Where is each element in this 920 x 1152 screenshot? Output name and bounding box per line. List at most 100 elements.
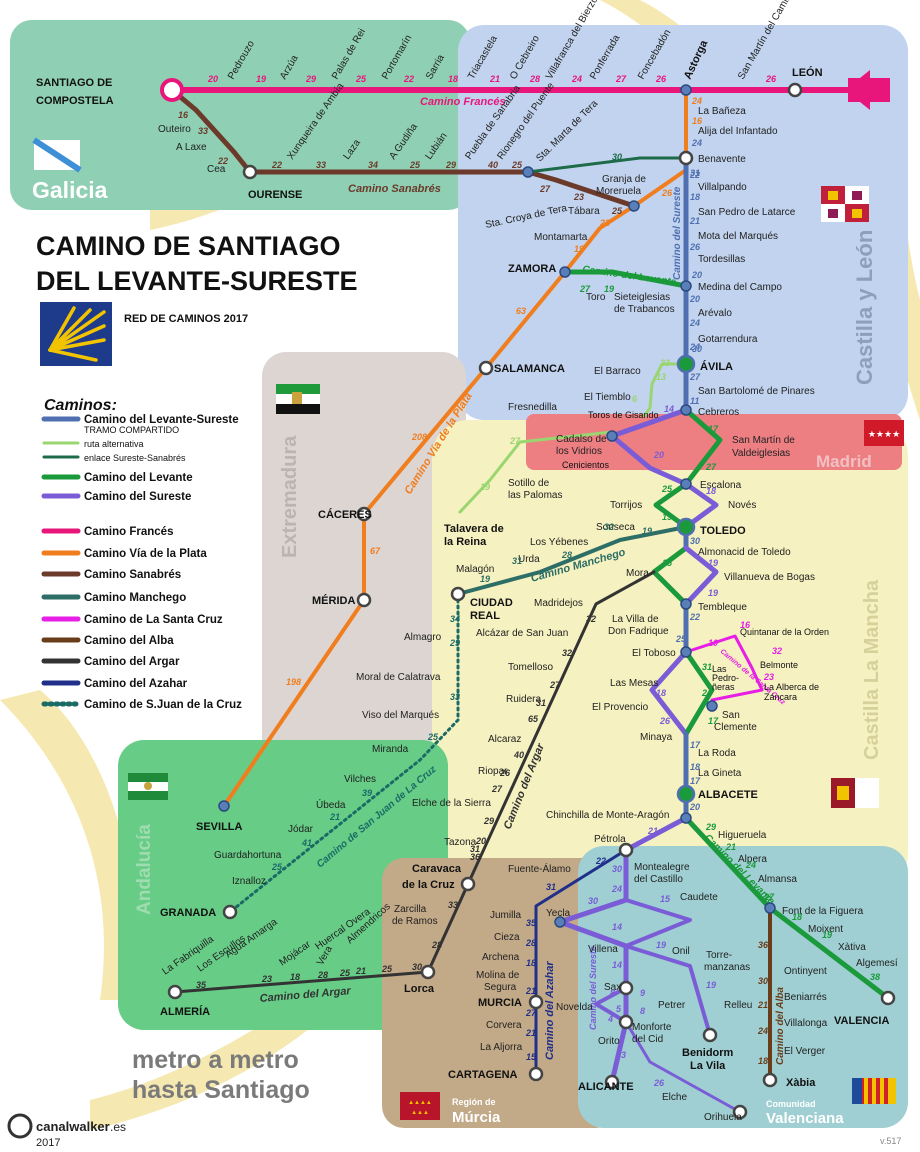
km-label: 18 (690, 762, 700, 772)
station-marker (880, 990, 896, 1006)
km-label: 22 (689, 612, 700, 622)
station-marker (450, 586, 466, 602)
route-sureste-cadalso (609, 407, 689, 487)
place-toledo: TOLEDO (700, 525, 746, 537)
slogan-line-2: hasta Santiago (132, 1076, 310, 1104)
arrow-frances-head (845, 70, 890, 110)
place-xabia: Xàbia (786, 1077, 816, 1089)
km-label: 27 (539, 184, 551, 194)
route-manchego (456, 525, 688, 596)
place-molina2: Segura (484, 982, 517, 993)
km-label: 18 (758, 1056, 768, 1066)
place-tazona: Tazona (444, 837, 477, 848)
place-vilches: Vilches (344, 774, 376, 785)
place-tembleque: Tembleque (698, 602, 747, 613)
brand-logo-icon (7, 1113, 33, 1139)
route-sureste-orihuela (624, 1020, 742, 1114)
region-label-madrid: Madrid (816, 452, 872, 471)
route-name-sanabres: Camino Sanabrés (348, 183, 441, 195)
station-marker (618, 842, 634, 858)
place-alcazar: Alcázar de San Juan (476, 628, 568, 639)
station-marker (606, 430, 618, 442)
place-salamanca: SALAMANCA (494, 363, 565, 375)
place-villanueva: Villanueva de Bogas (724, 572, 815, 583)
station-marker (242, 164, 258, 180)
place-sanbartolome: San Bartolomé de Pinares (698, 386, 815, 397)
region-galicia (10, 20, 470, 210)
km-label: 19 (708, 588, 718, 598)
km-label: 15 (662, 558, 673, 568)
place-benidorm2: La Vila (690, 1060, 726, 1072)
km-label: 27 (579, 284, 591, 294)
place-algemesi: Algemesí (856, 958, 898, 969)
place-beniarres: Beniarrés (784, 992, 827, 1003)
place-alberca1: La Alberca de (764, 682, 819, 692)
km-label: 26 (655, 74, 667, 84)
legend-label: Camino Sanabrés (84, 569, 181, 581)
km-label: 16 (740, 620, 751, 630)
region-label-extremadura: Extremadura (279, 435, 301, 558)
km-label: 40 (513, 750, 524, 760)
region-madrid (526, 414, 902, 470)
km-label: 6 (632, 394, 638, 404)
km-label: 21 (525, 1028, 536, 1038)
region-castilla-leon (458, 25, 908, 420)
km-label: 21 (329, 812, 340, 822)
km-label: 25 (611, 206, 623, 216)
km-label: 28 (431, 940, 442, 950)
legend-item-levante: Camino del Levante (41, 472, 193, 484)
credits-year: 2017 (36, 1137, 60, 1149)
place-almeria: ALMERÍA (160, 1005, 210, 1018)
place-ubeda: Úbeda (316, 798, 346, 811)
km-label: 27 (525, 1008, 537, 1018)
slogan-line-1: metro a metro (132, 1046, 299, 1074)
km-label: 16 (178, 110, 189, 120)
place-medina: Medina del Campo (698, 282, 782, 293)
station-marker (618, 1014, 634, 1030)
legend-heading: Caminos: (44, 397, 117, 414)
km-label: 27 (763, 892, 775, 902)
km-label: 32 (772, 646, 782, 656)
station-marker (356, 506, 372, 522)
km-label: 36 (758, 940, 769, 950)
place-santiago_2: COMPOSTELA (36, 95, 114, 107)
station-marker (732, 1104, 748, 1120)
place-elche: Elche (662, 1092, 687, 1103)
place-zarcilla2: de Ramos (392, 916, 438, 927)
km-label: 21 (689, 216, 700, 226)
km-label: 26 (765, 74, 777, 84)
place-orito: Orito (598, 1036, 620, 1047)
km-label: 20 (207, 74, 218, 84)
title-line-2: DEL LEVANTE-SURESTE (36, 266, 358, 296)
station-marker (167, 984, 183, 1000)
station-marker (222, 904, 238, 920)
km-label: 35 (526, 918, 537, 928)
km-label: 28 (561, 550, 572, 560)
km-label: 27 (705, 462, 717, 472)
place-novelda: Novelda (556, 1002, 593, 1013)
km-label: 18 (792, 912, 802, 922)
place-torrijos: Torrijos (610, 500, 642, 511)
km-label: 13 (656, 372, 666, 382)
place-cenicientos: Cenicientos (562, 460, 610, 470)
km-label: 19 (708, 558, 718, 568)
km-label: 27 (615, 74, 627, 84)
km-label: 29 (305, 74, 316, 84)
km-label: 16 (692, 116, 703, 126)
km-label: 33 (448, 900, 458, 910)
km-label: 28 (525, 938, 536, 948)
scallop-shell-icon (40, 302, 112, 366)
km-label: 26 (653, 1078, 665, 1088)
legend-item-enlace: enlace Sureste-Sanabrés (42, 453, 186, 463)
title-line-1: CAMINO DE SANTIAGO (36, 231, 341, 261)
km-label: 31 (702, 662, 712, 672)
brand-name: canalwalker (36, 1119, 110, 1134)
km-label: 21 (757, 1000, 768, 1010)
place-lorca: Lorca (404, 983, 435, 995)
km-label: 19 (822, 930, 832, 940)
km-label: 22 (271, 160, 282, 170)
km-label: 29 (705, 822, 716, 832)
station-marker (528, 994, 544, 1010)
km-label: 11 (690, 396, 699, 406)
region-label-valenciana-2: Valenciana (766, 1110, 844, 1127)
